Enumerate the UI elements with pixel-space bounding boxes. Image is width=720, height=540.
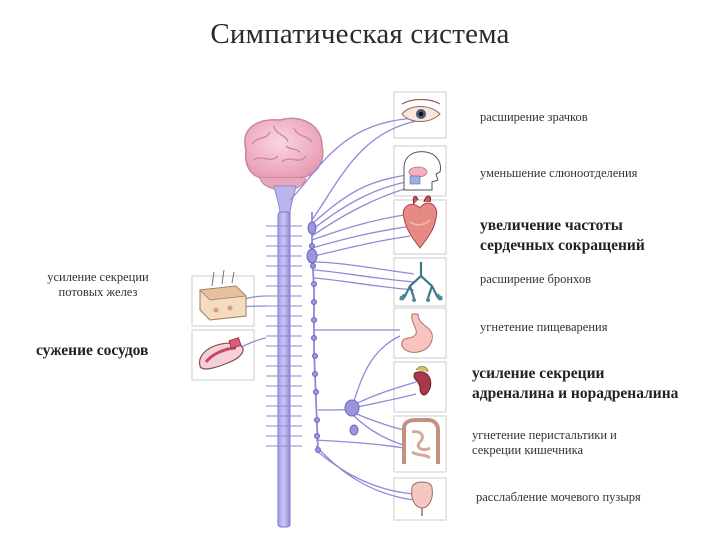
page-title: Симпатическая система (210, 18, 510, 50)
label-heart-line1: увеличение частоты (480, 217, 623, 234)
label-sweat-glands-line2: потовых желез (58, 285, 138, 299)
label-heart: увеличение частоты сердечных сокращений (480, 216, 645, 256)
heart-icon (402, 195, 438, 249)
label-digestion: угнетение пищеварения (480, 320, 608, 334)
label-adrenal-line1: усиление секреции (472, 365, 605, 382)
blood-vessel-icon (199, 337, 244, 370)
spinal-cord-icon (273, 185, 297, 528)
eye-icon (401, 98, 441, 122)
bladder-icon (411, 481, 433, 516)
head-profile-icon (403, 151, 441, 191)
stomach-icon (401, 313, 433, 353)
label-sweat-glands: усиление секреции потовых желез (22, 270, 174, 300)
bronchi-icon (399, 262, 443, 302)
label-saliva: уменьшение слюноотделения (480, 166, 638, 180)
label-intestine: угнетение перистальтики и секреции кишеч… (472, 428, 617, 458)
skin-icon (199, 269, 247, 321)
brain-icon (244, 117, 324, 191)
label-vessels: сужение сосудов (36, 342, 149, 359)
icon-frames (191, 91, 447, 521)
label-pupils: расширение зрачков (480, 110, 588, 124)
label-intestine-line2: секреции кишечника (472, 443, 584, 457)
label-heart-line2: сердечных сокращений (480, 237, 645, 254)
label-bladder: расслабление мочевого пузыря (476, 490, 641, 504)
label-adrenal-line2: адреналина и норадреналина (472, 385, 679, 402)
label-sweat-glands-line1: усиление секреции (47, 270, 149, 284)
intestine-icon (402, 418, 440, 464)
label-adrenal: усиление секреции адреналина и норадрена… (472, 364, 678, 404)
ganglia (306, 221, 360, 453)
adrenal-gland-icon (413, 366, 432, 396)
label-intestine-line1: угнетение перистальтики и (472, 428, 617, 442)
label-bronchi: расширение бронхов (480, 272, 591, 286)
